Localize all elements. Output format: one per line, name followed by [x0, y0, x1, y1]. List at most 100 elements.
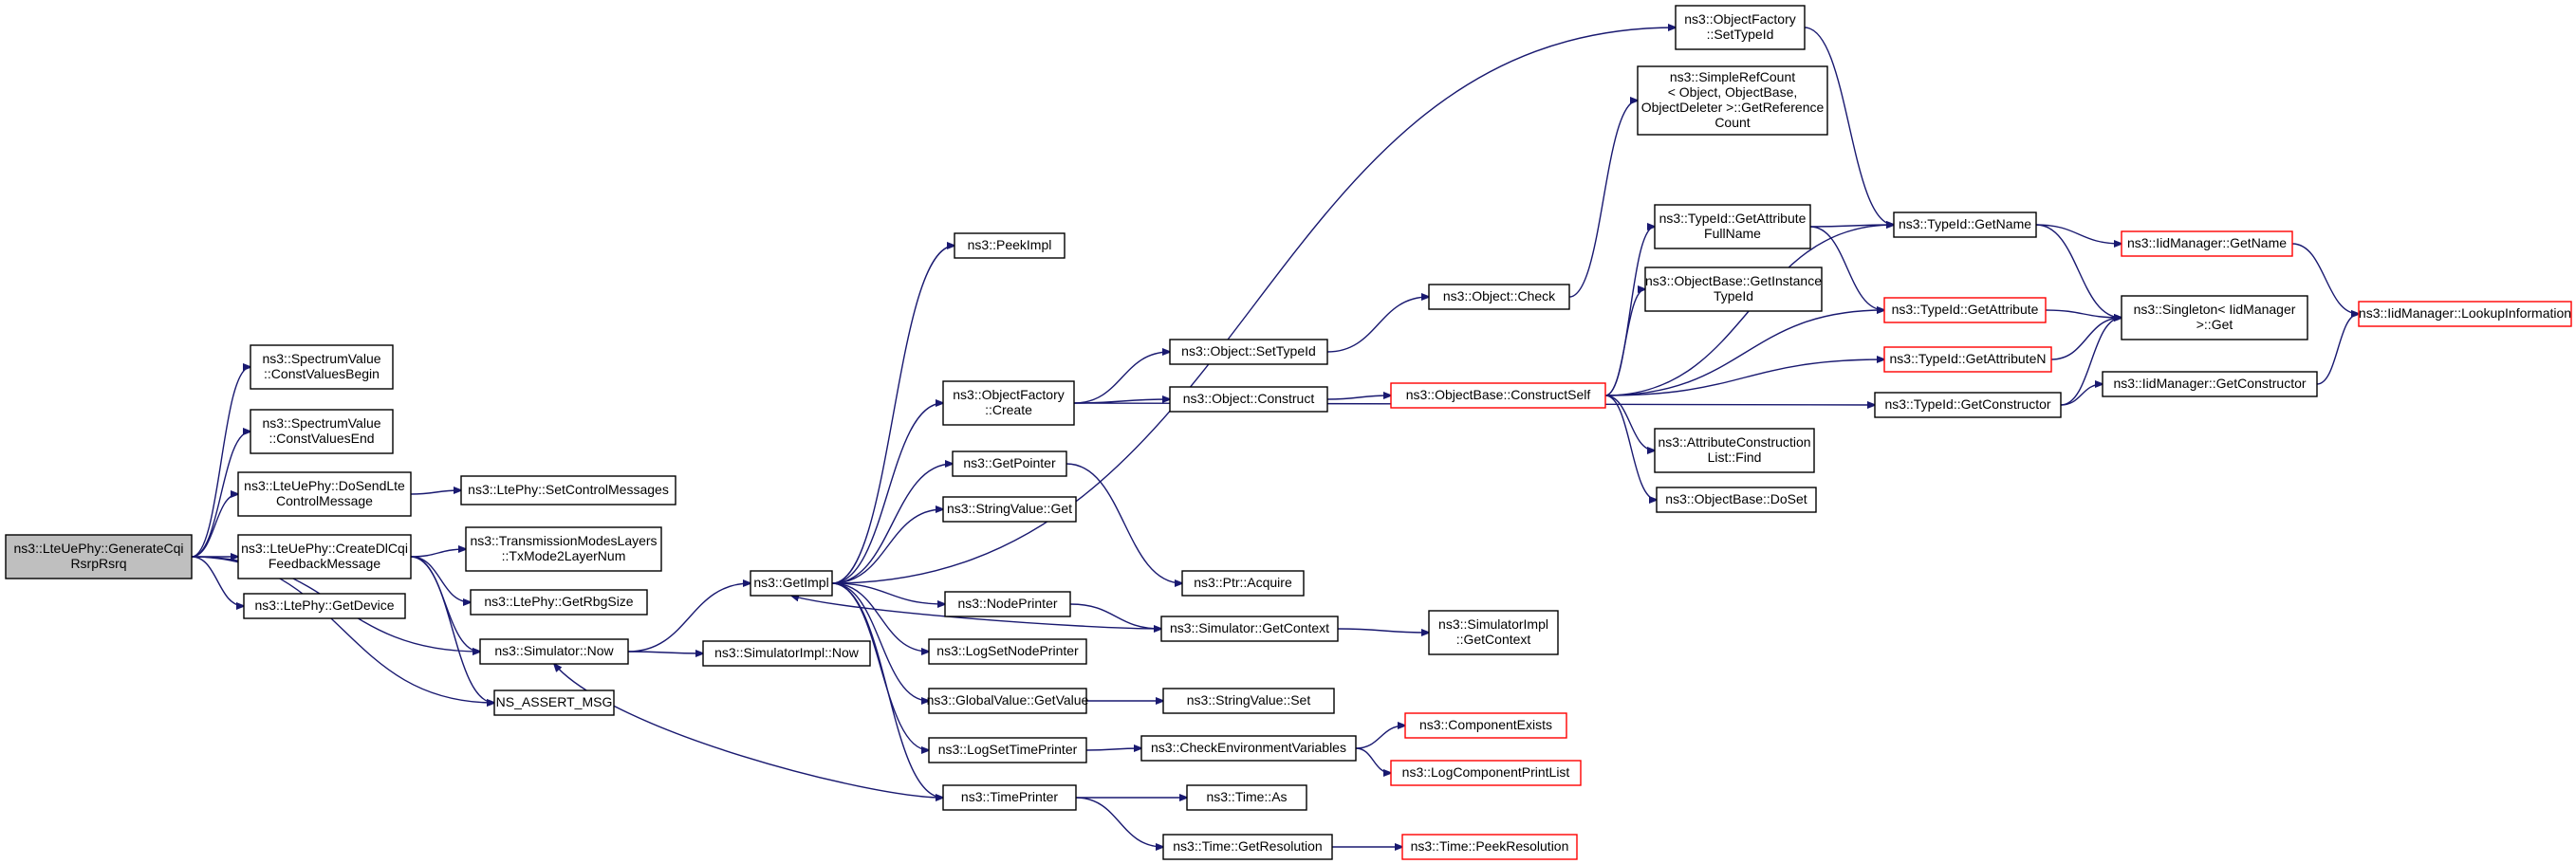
edge-constructself-to-attrfind: [1604, 395, 1655, 450]
node-box: [1637, 65, 1828, 136]
node-ptracquire[interactable]: ns3::Ptr::Acquire: [1181, 570, 1305, 597]
node-tidgetattr[interactable]: ns3::TypeId::GetAttribute: [1883, 297, 2047, 323]
node-label: List::Find: [1708, 450, 1762, 465]
node-label: NS_ASSERT_MSG: [496, 694, 613, 709]
node-createdl[interactable]: ns3::LteUePhy::CreateDlCqiFeedbackMessag…: [237, 534, 412, 579]
node-timegetres[interactable]: ns3::Time::GetResolution: [1162, 834, 1333, 860]
node-strset[interactable]: ns3::StringValue::Set: [1162, 688, 1335, 714]
node-label: ns3::AttributeConstruction: [1658, 434, 1810, 450]
edge-tidgetctor-to-iidgetctor: [2060, 384, 2103, 406]
node-label: ns3::ObjectFactory: [953, 387, 1065, 402]
node-label: FullName: [1704, 226, 1761, 241]
node-simimplnow[interactable]: ns3::SimulatorImpl::Now: [702, 640, 871, 667]
node-box: [2102, 371, 2318, 397]
edge-createdl-to-txmode: [410, 549, 466, 558]
node-box: [237, 471, 412, 517]
node-strget[interactable]: ns3::StringValue::Get: [942, 496, 1077, 523]
node-txmode[interactable]: ns3::TransmissionModesLayers::TxMode2Lay…: [465, 526, 662, 572]
node-objcheck[interactable]: ns3::Object::Check: [1428, 284, 1570, 310]
node-label: ns3::LogComponentPrintList: [1402, 764, 1570, 780]
node-box: [237, 534, 412, 579]
node-label: ns3::LtePhy::SetControlMessages: [468, 482, 669, 497]
node-box: [1186, 784, 1307, 811]
node-getdevice[interactable]: ns3::LtePhy::GetDevice: [243, 593, 406, 619]
node-tidgetattrn[interactable]: ns3::TypeId::GetAttributeN: [1883, 346, 2052, 373]
edge-checkenv-to-compexists: [1355, 726, 1405, 749]
node-label: ns3::LtePhy::GetDevice: [254, 597, 394, 613]
node-simpleref[interactable]: ns3::SimpleRefCount< Object, ObjectBase,…: [1637, 65, 1828, 136]
edge-getimpl-to-gvget: [831, 582, 929, 701]
edge-getattrfull-to-tidgetname: [1809, 225, 1894, 227]
node-label: ns3::StringValue::Set: [1187, 692, 1311, 708]
node-singletonget[interactable]: ns3::Singleton< IidManager>::Get: [2121, 295, 2308, 340]
node-getimpl[interactable]: ns3::GetImpl: [750, 570, 833, 597]
node-logcompprint[interactable]: ns3::LogComponentPrintList: [1390, 760, 1582, 786]
edge-timeprinter-to-timegetres: [1075, 797, 1163, 847]
nodes-layer: ns3::LteUePhy::GenerateCqiRsrpRsrqns3::S…: [5, 5, 2572, 860]
node-logsetnode[interactable]: ns3::LogSetNodePrinter: [928, 638, 1087, 665]
node-label: ns3::CheckEnvironmentVariables: [1151, 740, 1346, 755]
node-label: ::SetTypeId: [1707, 27, 1774, 42]
node-doset[interactable]: ns3::ObjectBase::DoSet: [1656, 487, 1817, 513]
node-simimplgetctx[interactable]: ns3::SimulatorImpl::GetContext: [1428, 610, 1559, 655]
edge-root-to-svend: [191, 432, 250, 558]
node-rbg[interactable]: ns3::LtePhy::GetRbgSize: [470, 589, 648, 616]
edge-simnow-to-simimplnow: [627, 652, 703, 653]
node-gvget[interactable]: ns3::GlobalValue::GetValue: [927, 688, 1089, 714]
node-tidgetctor[interactable]: ns3::TypeId::GetConstructor: [1874, 392, 2062, 418]
node-checkenv[interactable]: ns3::CheckEnvironmentVariables: [1140, 735, 1357, 762]
node-svbegin[interactable]: ns3::SpectrumValue::ConstValuesBegin: [250, 344, 394, 390]
edge-constructself-to-tidgetattrn: [1604, 359, 1884, 396]
node-box: [1140, 735, 1357, 762]
node-label: ns3::SpectrumValue: [262, 351, 380, 366]
node-label: ::GetContext: [1456, 632, 1531, 647]
node-objsettypeid[interactable]: ns3::Object::SetTypeId: [1169, 339, 1328, 365]
edge-tidgetctor-to-singletonget: [2060, 318, 2122, 406]
node-peekres[interactable]: ns3::Time::PeekResolution: [1401, 834, 1578, 860]
node-ofcreate[interactable]: ns3::ObjectFactory::Create: [942, 380, 1075, 426]
node-constructself[interactable]: ns3::ObjectBase::ConstructSelf: [1390, 382, 1606, 409]
edge-tidgetname-to-iidgetname: [2035, 224, 2122, 244]
node-label: ns3::IidManager::GetConstructor: [2113, 376, 2306, 391]
node-box: [1160, 616, 1339, 642]
node-label: ns3::GlobalValue::GetValue: [927, 692, 1089, 708]
node-getpointer[interactable]: ns3::GetPointer: [952, 450, 1067, 477]
node-iidgetctor[interactable]: ns3::IidManager::GetConstructor: [2102, 371, 2318, 397]
node-box: [243, 593, 406, 619]
node-label: ::Create: [985, 402, 1032, 417]
node-getcontext[interactable]: ns3::Simulator::GetContext: [1160, 616, 1339, 642]
node-logsettime[interactable]: ns3::LogSetTimePrinter: [928, 737, 1087, 763]
node-box: [942, 496, 1077, 523]
node-label: ns3::IidManager::GetName: [2127, 235, 2287, 250]
node-timeprinter[interactable]: ns3::TimePrinter: [942, 784, 1077, 811]
node-box: [928, 688, 1087, 714]
node-svend[interactable]: ns3::SpectrumValue::ConstValuesEnd: [250, 409, 394, 454]
node-box: [250, 344, 394, 390]
node-box: [944, 591, 1071, 617]
node-iidlookup[interactable]: ns3::IidManager::LookupInformation: [2358, 301, 2572, 327]
node-label: ControlMessage: [276, 493, 373, 508]
node-ofsettypeid[interactable]: ns3::ObjectFactory::SetTypeId: [1675, 5, 1806, 50]
node-peekimpl[interactable]: ns3::PeekImpl: [954, 232, 1066, 259]
edge-getimpl-to-timeprinter: [831, 582, 943, 798]
node-nodeprinter[interactable]: ns3::NodePrinter: [944, 591, 1071, 617]
node-compexists[interactable]: ns3::ComponentExists: [1404, 712, 1567, 739]
node-box: [1654, 204, 1811, 249]
node-timeas[interactable]: ns3::Time::As: [1186, 784, 1307, 811]
node-box: [928, 737, 1087, 763]
node-simnow[interactable]: ns3::Simulator::Now: [479, 638, 629, 665]
node-assert[interactable]: NS_ASSERT_MSG: [493, 689, 615, 716]
node-box: [5, 534, 193, 579]
node-label: ns3::GetImpl: [753, 575, 828, 590]
node-iidgetname[interactable]: ns3::IidManager::GetName: [2121, 230, 2293, 257]
node-tidgetname[interactable]: ns3::TypeId::GetName: [1893, 211, 2037, 238]
node-objconstruct[interactable]: ns3::Object::Construct: [1169, 386, 1328, 413]
edge-root-to-getdevice: [191, 556, 244, 606]
node-setctrl[interactable]: ns3::LtePhy::SetControlMessages: [460, 475, 676, 506]
